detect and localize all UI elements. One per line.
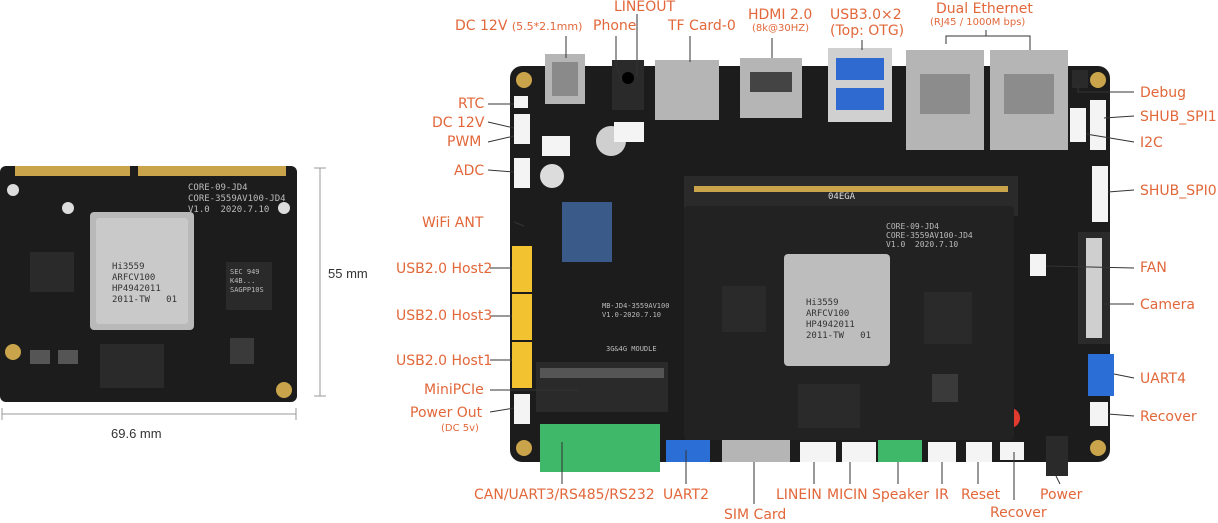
core-module xyxy=(0,166,297,402)
label-usb2-host3: USB2.0 Host3 xyxy=(396,308,493,324)
label-recover-right: Recover xyxy=(1140,409,1197,425)
label-phone: Phone xyxy=(593,18,637,34)
sodimm-text: 04EGA xyxy=(828,192,856,202)
label-recover-bottom: Recover xyxy=(990,505,1047,521)
label-debug: Debug xyxy=(1140,85,1187,101)
label-pwm: PWM xyxy=(447,134,482,150)
board-silkscreen: MB-JD4-3559AV100 V1.0-2020.7.10 xyxy=(602,302,670,319)
label-uart4: UART4 xyxy=(1140,371,1186,387)
core-flash xyxy=(100,344,164,388)
label-dc12v-top-sub: (5.5*2.1mm) xyxy=(511,20,583,33)
label-rtc: RTC xyxy=(458,96,485,112)
board-soc xyxy=(784,254,890,366)
board-soc-text: Hi3559 ARFCV100 HP4942011 2011-TW 01 xyxy=(806,298,872,341)
label-shub-spi1: SHUB_SPI1 xyxy=(1140,109,1217,125)
dimension-lines xyxy=(1,167,326,420)
label-usb3-sub: (Top: OTG) xyxy=(830,23,905,39)
label-camera: Camera xyxy=(1140,297,1195,313)
leader-lines xyxy=(487,14,1135,504)
label-hdmi-sub: (8k@30HZ) xyxy=(752,23,810,34)
label-power-out: Power Out xyxy=(410,405,483,421)
core-memory xyxy=(226,262,272,310)
label-reset: Reset xyxy=(961,487,1001,503)
label-i2c: I2C xyxy=(1140,135,1163,151)
label-power: Power xyxy=(1040,487,1083,503)
label-tfcard: TF Card-0 xyxy=(668,18,736,34)
label-minipcie: MiniPCIe xyxy=(424,382,484,398)
label-dual-ethernet: Dual Ethernet xyxy=(936,1,1033,17)
sim-slot xyxy=(722,440,790,462)
label-dc12v-left: DC 12V xyxy=(432,115,485,131)
label-usb3: USB3.0×2 xyxy=(830,7,902,23)
tf-slot xyxy=(655,60,719,120)
core-soc-text: Hi3559 ARFCV100 HP4942011 2011-TW 01 xyxy=(112,262,178,305)
width-dimension: 69.6 mm xyxy=(111,426,162,441)
gold-finger-left xyxy=(15,166,130,176)
core-memory-text: SEC 949 K4B... SAGPP10S xyxy=(230,268,264,294)
main-board xyxy=(510,48,1114,476)
label-hdmi: HDMI 2.0 xyxy=(748,7,813,23)
height-dimension: 55 mm xyxy=(328,266,368,281)
uart2-header xyxy=(666,440,710,462)
label-usb2-host1: USB2.0 Host1 xyxy=(396,353,493,369)
label-linein: LINEIN xyxy=(776,487,822,503)
usb2-host3-header xyxy=(512,294,532,340)
uart4-header xyxy=(1088,354,1114,396)
gold-finger-right xyxy=(138,166,286,176)
label-lineout: LINEOUT xyxy=(614,0,676,15)
label-ir: IR xyxy=(935,487,949,503)
label-micin: MICIN xyxy=(827,487,868,503)
label-dual-ethernet-sub: (RJ45 / 1000M bps) xyxy=(930,17,1026,28)
usb2-host2-header xyxy=(512,246,532,292)
core-silkscreen: CORE-09-JD4 CORE-3559AV100-JD4 V1.0 2020… xyxy=(188,183,286,215)
board-core-silkscreen: CORE-09-JD4 CORE-3559AV100-JD4 V1.0 2020… xyxy=(886,222,973,249)
label-uart2: UART2 xyxy=(663,487,709,503)
core-chip-left xyxy=(30,252,74,292)
label-wifi-ant: WiFi ANT xyxy=(422,215,484,231)
label-sim-card: SIM Card xyxy=(724,507,787,523)
label-speaker: Speaker xyxy=(872,487,929,503)
usb2-host1-header xyxy=(512,342,532,388)
terminal-block xyxy=(540,424,660,472)
board-4g-silkscreen: 3G&4G MOUDLE xyxy=(606,345,657,353)
label-power-out-sub: (DC 5v) xyxy=(441,423,479,434)
label-shub-spi0: SHUB_SPI0 xyxy=(1140,183,1217,199)
label-fan: FAN xyxy=(1140,260,1167,276)
label-usb2-host2: USB2.0 Host2 xyxy=(396,261,493,277)
label-can-uart3: CAN/UART3/RS485/RS232 xyxy=(474,487,655,503)
label-dc12v-top: DC 12V (5.5*2.1mm) xyxy=(455,18,583,34)
wifi-module xyxy=(562,202,612,262)
label-adc: ADC xyxy=(454,163,485,179)
